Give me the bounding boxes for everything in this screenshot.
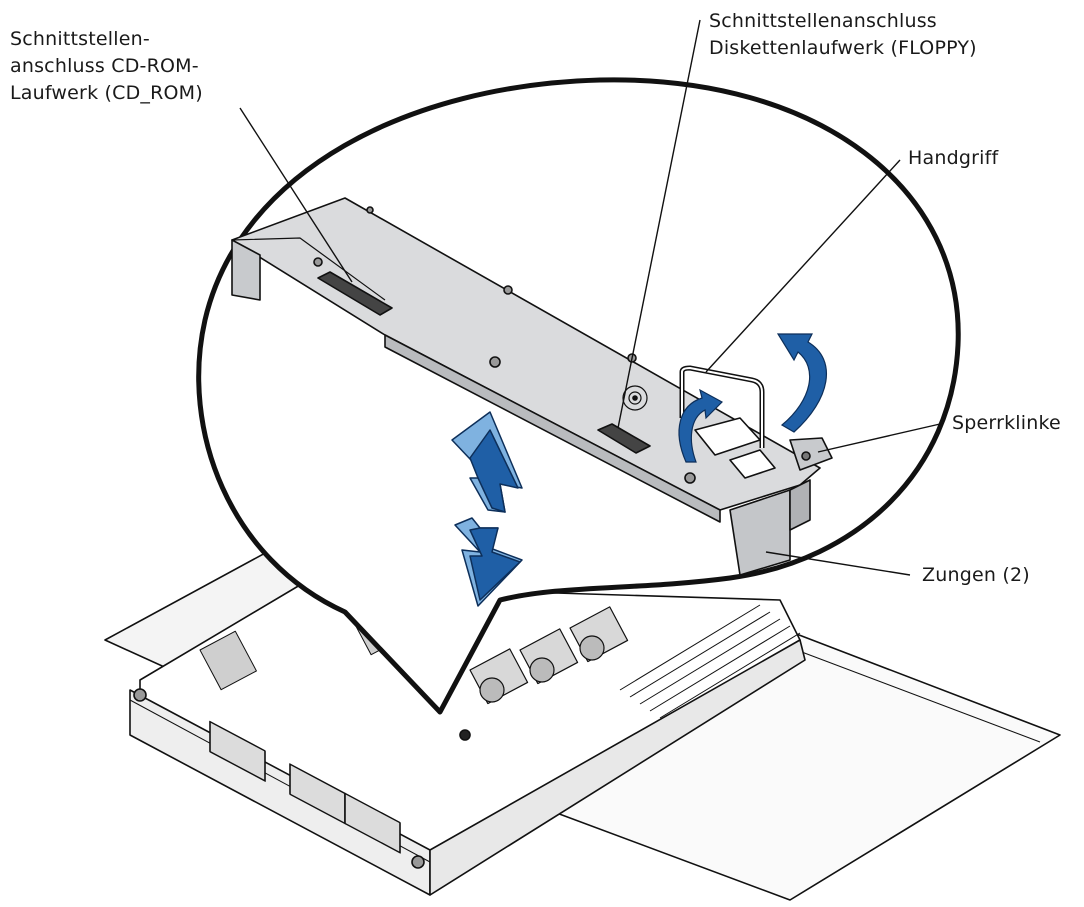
leader-latch [817, 423, 941, 453]
leader-cd-rom [239, 107, 353, 283]
leader-tabs [765, 551, 911, 576]
leader-handle [705, 159, 901, 373]
label-latch: Sperrklinke [952, 412, 1061, 434]
label-cd-rom-line3: Laufwerk (CD_ROM) [10, 82, 203, 104]
latch-arrow [776, 333, 828, 433]
label-floppy-line1: Schnittstellenanschluss [709, 10, 937, 32]
insert-remove-arrow [451, 411, 523, 607]
label-cd-rom-interface: Schnittstellen- anschluss CD-ROM- Laufwe… [10, 26, 203, 107]
server-chassis [104, 544, 1061, 901]
label-floppy-interface: Schnittstellenanschluss Diskettenlaufwer… [709, 8, 977, 62]
leader-floppy [617, 19, 701, 429]
rotate-arrows [678, 333, 828, 463]
label-handle: Handgriff [908, 147, 999, 169]
cd-rom-connector [317, 271, 393, 316]
label-cd-rom-line1: Schnittstellen- [10, 28, 150, 50]
floppy-connector [597, 423, 651, 454]
handle-lift-arrow [678, 388, 723, 463]
latch [789, 437, 833, 471]
label-floppy-line2: Diskettenlaufwerk (FLOPPY) [709, 37, 977, 59]
tab-2 [789, 479, 811, 531]
label-cd-rom-line2: anschluss CD-ROM- [10, 55, 199, 77]
label-tabs: Zungen (2) [922, 564, 1030, 586]
leader-lines [239, 19, 941, 576]
